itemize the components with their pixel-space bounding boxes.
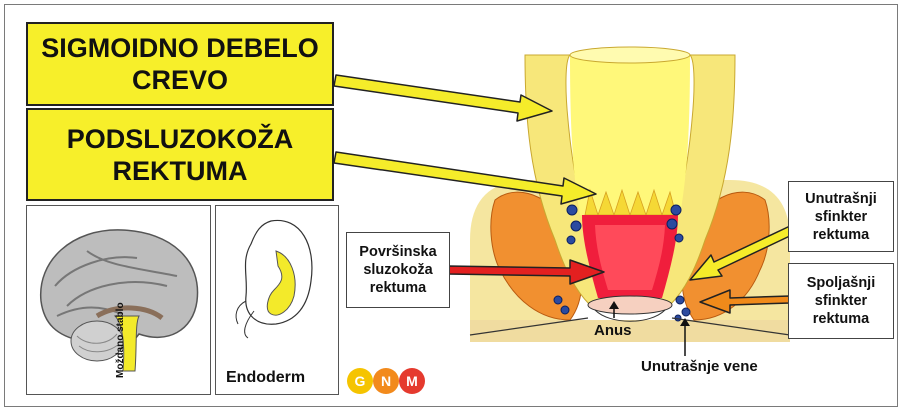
internal-veins-label: Unutrašnje vene [641,358,758,375]
sigmoid-arrow [334,75,552,121]
anus-label: Anus [594,322,632,339]
